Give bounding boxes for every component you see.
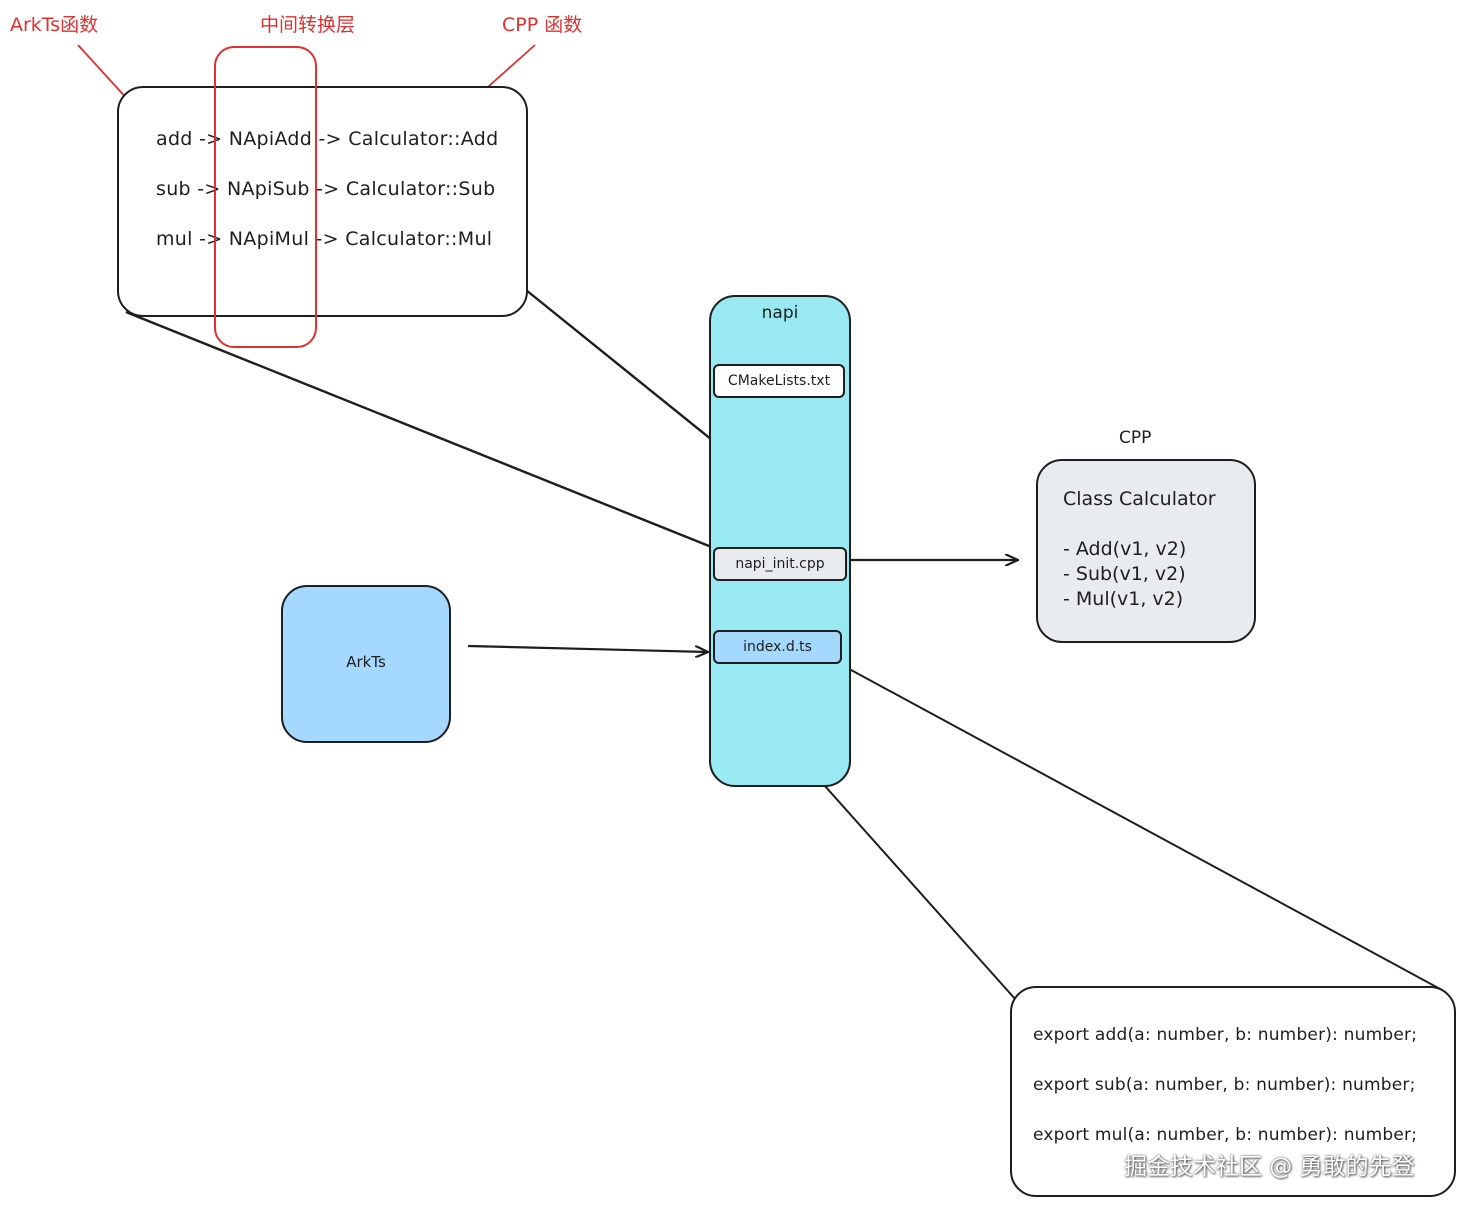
file-cmakelists: CMakeLists.txt bbox=[713, 364, 845, 398]
zoom-line-mapping-left bbox=[125, 310, 715, 550]
mapping-row-mul: mul -> NApiMul -> Calculator::Mul bbox=[156, 228, 493, 250]
mapping-row-sub: sub -> NApiSub -> Calculator::Sub bbox=[156, 178, 496, 200]
napi-title: napi bbox=[761, 303, 799, 323]
zoom-line-exports-right bbox=[839, 663, 1443, 991]
exports-box bbox=[1010, 986, 1456, 1197]
function-mapping-box bbox=[117, 86, 528, 317]
cpp-class-box bbox=[1036, 459, 1256, 643]
export-line-mul: export mul(a: number, b: number): number… bbox=[1033, 1125, 1418, 1145]
cpp-label: CPP bbox=[1119, 428, 1152, 448]
cpp-class-title: Class Calculator bbox=[1063, 488, 1216, 510]
cpp-method-sub: - Sub(v1, v2) bbox=[1063, 563, 1186, 585]
arkts-box bbox=[281, 585, 451, 743]
arkts-label: ArkTs bbox=[346, 653, 386, 671]
mapping-row-add: add -> NApiAdd -> Calculator::Add bbox=[156, 128, 499, 150]
export-line-add: export add(a: number, b: number): number… bbox=[1033, 1025, 1418, 1045]
middle-layer-highlight bbox=[214, 46, 317, 348]
cpp-method-mul: - Mul(v1, v2) bbox=[1063, 588, 1184, 610]
annotation-cpp-functions: CPP 函数 bbox=[502, 14, 583, 36]
file-index-d-ts: index.d.ts bbox=[713, 630, 842, 664]
export-line-sub: export sub(a: number, b: number): number… bbox=[1033, 1075, 1416, 1095]
annotation-arkts-functions: ArkTs函数 bbox=[10, 14, 99, 36]
annotation-middle-layer: 中间转换层 bbox=[260, 14, 356, 36]
file-napi-init-cpp: napi_init.cpp bbox=[713, 547, 847, 581]
cpp-method-add: - Add(v1, v2) bbox=[1063, 538, 1187, 560]
watermark-text: 掘金技术社区 @ 勇敢的先登 bbox=[1124, 1154, 1415, 1180]
arrow-arkts-to-napi bbox=[467, 644, 708, 652]
